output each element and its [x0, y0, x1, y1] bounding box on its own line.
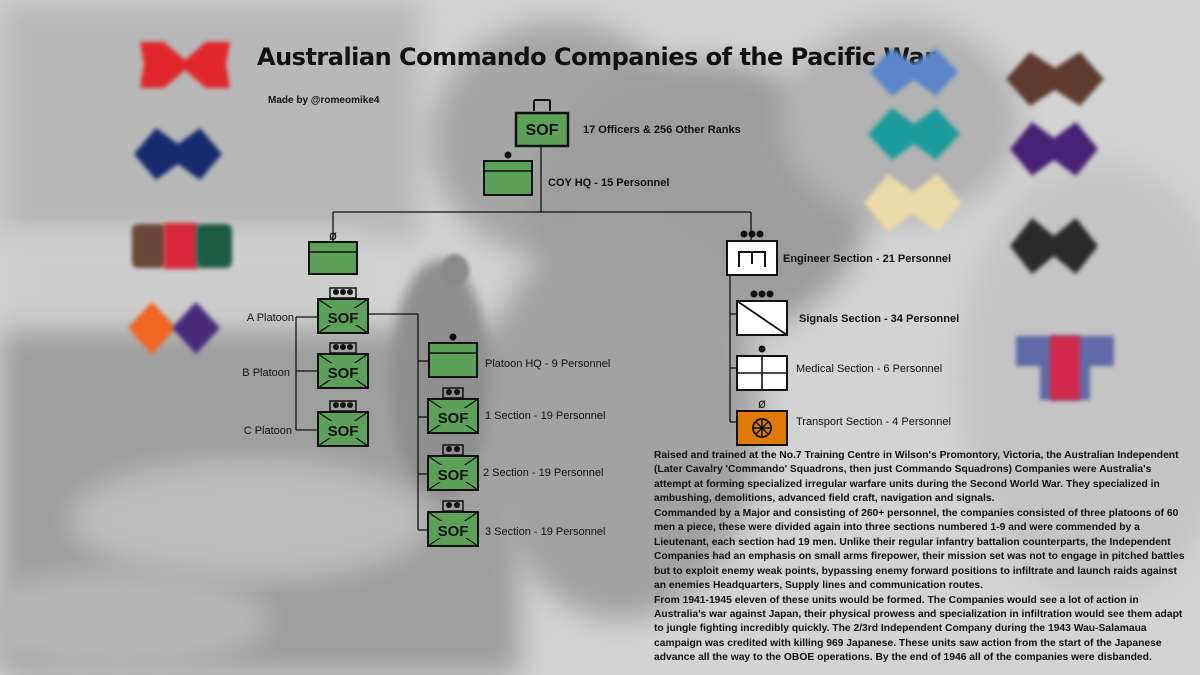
transport-section-label: Transport Section - 4 Personnel	[796, 416, 951, 428]
company-symbol: SOF	[514, 99, 570, 148]
purple-patch	[1010, 122, 1098, 176]
svg-text:SOF: SOF	[438, 523, 469, 540]
orange-purple-patch	[128, 302, 220, 354]
section-3-label: 3 Section - 19 Personnel	[485, 526, 606, 538]
coy-hq-symbol	[483, 151, 533, 196]
signals-section-label: Signals Section - 34 Personnel	[799, 313, 960, 325]
platoon-echelon-text: ø	[329, 229, 337, 244]
platoon-c-label: C Platoon	[243, 425, 292, 437]
brown-patch	[1006, 52, 1104, 106]
svg-text:SOF: SOF	[438, 467, 469, 484]
blue-patch	[870, 48, 958, 96]
red-patch	[140, 42, 230, 88]
section-3-symbol: SOF	[427, 500, 479, 547]
transport-icon: ø	[736, 397, 788, 446]
svg-text:SOF: SOF	[438, 410, 469, 427]
platoon-hq-label: Platoon HQ - 9 Personnel	[485, 358, 611, 370]
company-strength: 17 Officers & 256 Other Ranks	[583, 124, 741, 136]
engineer-section-label: Engineer Section - 21 Personnel	[783, 253, 952, 265]
platoon-c-symbol: SOF	[317, 400, 369, 447]
svg-text:SOF: SOF	[328, 310, 359, 327]
platoon-b-label: B Platoon	[242, 367, 290, 379]
platoon-hq-symbol	[428, 333, 478, 378]
platoon-echelon-symbol: ø	[308, 229, 358, 275]
company-symbol-text: SOF	[526, 122, 559, 139]
teal-patch	[868, 108, 960, 160]
cream-patch	[864, 174, 962, 232]
description-paragraph-2: Commanded by a Major and consisting of 2…	[654, 507, 1185, 592]
medical-icon	[736, 345, 788, 391]
black-patch	[1010, 218, 1098, 274]
svg-text:SOF: SOF	[328, 423, 359, 440]
medical-section-label: Medical Section - 6 Personnel	[796, 363, 943, 375]
section-1-symbol: SOF	[427, 387, 479, 434]
platoon-b-symbol: SOF	[317, 342, 369, 389]
page-title: Australian Commando Companies of the Pac…	[257, 43, 936, 71]
svg-text:SOF: SOF	[328, 365, 359, 382]
section-1-label: 1 Section - 19 Personnel	[485, 410, 606, 422]
transport-echelon-text: ø	[758, 397, 766, 412]
platoon-a-symbol: SOF	[317, 287, 369, 334]
coy-hq-label: COY HQ - 15 Personnel	[548, 177, 670, 189]
navy-patch	[134, 128, 222, 180]
engineer-icon	[726, 230, 778, 276]
description-paragraph-1: Raised and trained at the No.7 Training …	[654, 450, 1179, 505]
description-paragraph-3: From 1941-1945 eleven of these units wou…	[654, 594, 1183, 664]
brown-red-green-patch	[132, 223, 232, 269]
signals-icon	[736, 290, 788, 336]
section-2-label: 2 Section - 19 Personnel	[483, 467, 604, 479]
blue-red-t-patch	[1016, 336, 1114, 400]
description-text: Raised and trained at the No.7 Training …	[654, 449, 1188, 666]
section-2-symbol: SOF	[427, 444, 479, 491]
author-credit: Made by @romeomike4	[268, 95, 380, 106]
platoon-a-label: A Platoon	[246, 312, 294, 324]
